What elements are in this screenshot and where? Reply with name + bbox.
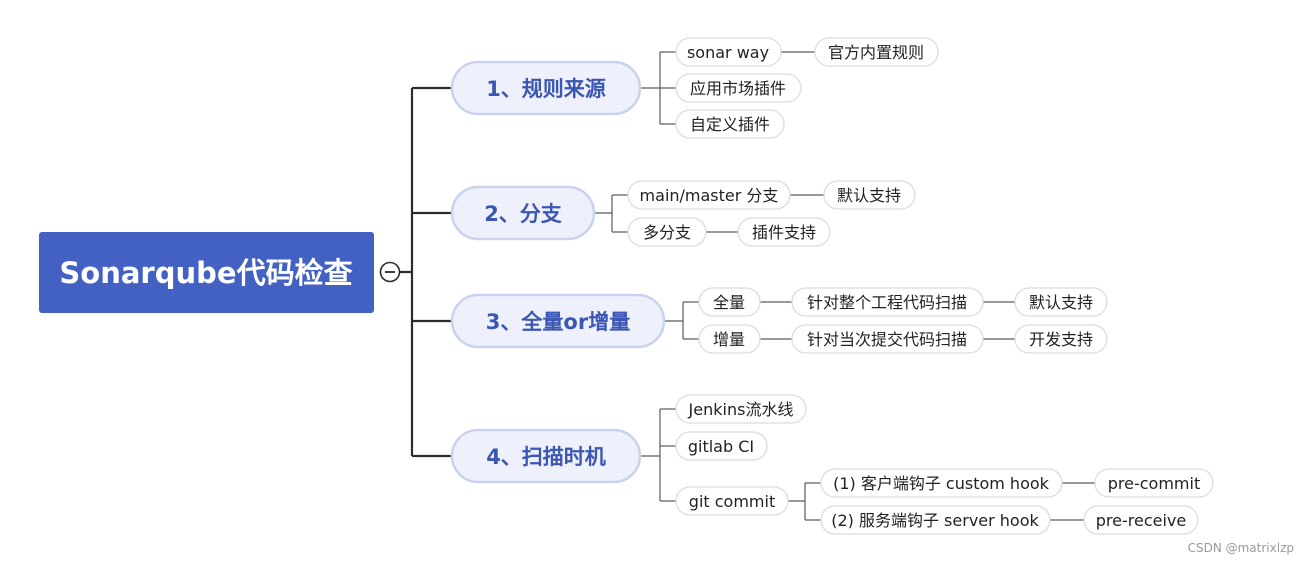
leaf-main-master[interactable]: main/master 分支 <box>627 180 791 210</box>
root-label: Sonarqube代码检查 <box>59 256 352 290</box>
collapse-toggle-icon[interactable] <box>379 261 401 283</box>
branch-scope[interactable]: 3、全量or增量 <box>450 293 666 349</box>
branch-scan-timing[interactable]: 4、扫描时机 <box>450 428 642 484</box>
leaf-marketplace-plugin[interactable]: 应用市场插件 <box>675 73 802 103</box>
leaf-sonar-way[interactable]: sonar way <box>675 37 782 67</box>
leaf-builtin-rules[interactable]: 官方内置规则 <box>814 37 939 67</box>
leaf-label: 应用市场插件 <box>690 79 786 98</box>
leaf-label: 针对整个工程代码扫描 <box>807 293 967 312</box>
branch-1-connectors <box>640 51 815 125</box>
leaf-label: pre-commit <box>1108 474 1200 493</box>
leaf-pre-receive[interactable]: pre-receive <box>1083 505 1199 535</box>
leaf-label: 插件支持 <box>752 223 816 242</box>
leaf-label: 默认支持 <box>837 186 901 205</box>
leaf-full[interactable]: 全量 <box>698 287 761 317</box>
leaf-jenkins[interactable]: Jenkins流水线 <box>675 394 807 424</box>
branch-label: 2、分支 <box>484 202 563 226</box>
branch-2-connectors <box>594 194 824 233</box>
leaf-label: 开发支持 <box>1029 330 1093 349</box>
leaf-incremental-desc[interactable]: 针对当次提交代码扫描 <box>791 324 984 354</box>
leaf-incremental[interactable]: 增量 <box>698 324 761 354</box>
leaf-label: Jenkins流水线 <box>688 400 794 419</box>
leaf-label: git commit <box>689 492 775 511</box>
leaf-label: pre-receive <box>1096 511 1186 530</box>
watermark: CSDN @matrixlzp <box>1187 541 1294 555</box>
leaf-label: 针对当次提交代码扫描 <box>807 330 967 349</box>
leaf-label: 增量 <box>713 330 745 349</box>
leaf-multi-branch[interactable]: 多分支 <box>627 217 707 247</box>
leaf-full-desc[interactable]: 针对整个工程代码扫描 <box>791 287 984 317</box>
leaf-plugin-support[interactable]: 插件支持 <box>737 217 831 247</box>
branch-label: 1、规则来源 <box>486 77 606 101</box>
branch-branches[interactable]: 2、分支 <box>450 185 596 241</box>
trunk-connectors <box>400 86 452 458</box>
leaf-custom-plugin[interactable]: 自定义插件 <box>675 109 785 139</box>
leaf-label: main/master 分支 <box>640 186 779 205</box>
leaf-label: gitlab CI <box>688 437 754 456</box>
leaf-default-support[interactable]: 默认支持 <box>823 180 916 210</box>
branch-label: 4、扫描时机 <box>486 445 606 469</box>
branch-rules-source[interactable]: 1、规则来源 <box>450 60 642 116</box>
leaf-label: 全量 <box>713 293 745 312</box>
leaf-pre-commit[interactable]: pre-commit <box>1094 468 1214 498</box>
leaf-client-hook[interactable]: (1) 客户端钩子 custom hook <box>820 468 1063 498</box>
leaf-gitlab-ci[interactable]: gitlab CI <box>675 431 768 461</box>
leaf-full-support[interactable]: 默认支持 <box>1014 287 1108 317</box>
root-node[interactable]: Sonarqube代码检查 <box>39 232 374 313</box>
branch-3-connectors <box>664 301 1015 340</box>
leaf-git-commit[interactable]: git commit <box>675 486 789 516</box>
leaf-label: 多分支 <box>643 223 691 242</box>
leaf-label: 默认支持 <box>1029 293 1093 312</box>
leaf-label: 官方内置规则 <box>828 43 924 62</box>
branch-label: 3、全量or增量 <box>486 310 630 334</box>
leaf-label: (1) 客户端钩子 custom hook <box>833 474 1050 493</box>
leaf-incremental-support[interactable]: 开发支持 <box>1014 324 1108 354</box>
leaf-label: 自定义插件 <box>690 115 770 134</box>
branch-4-connectors <box>640 408 1095 521</box>
leaf-label: (2) 服务端钩子 server hook <box>831 511 1039 530</box>
leaf-label: sonar way <box>687 43 769 62</box>
leaf-server-hook[interactable]: (2) 服务端钩子 server hook <box>820 505 1051 535</box>
